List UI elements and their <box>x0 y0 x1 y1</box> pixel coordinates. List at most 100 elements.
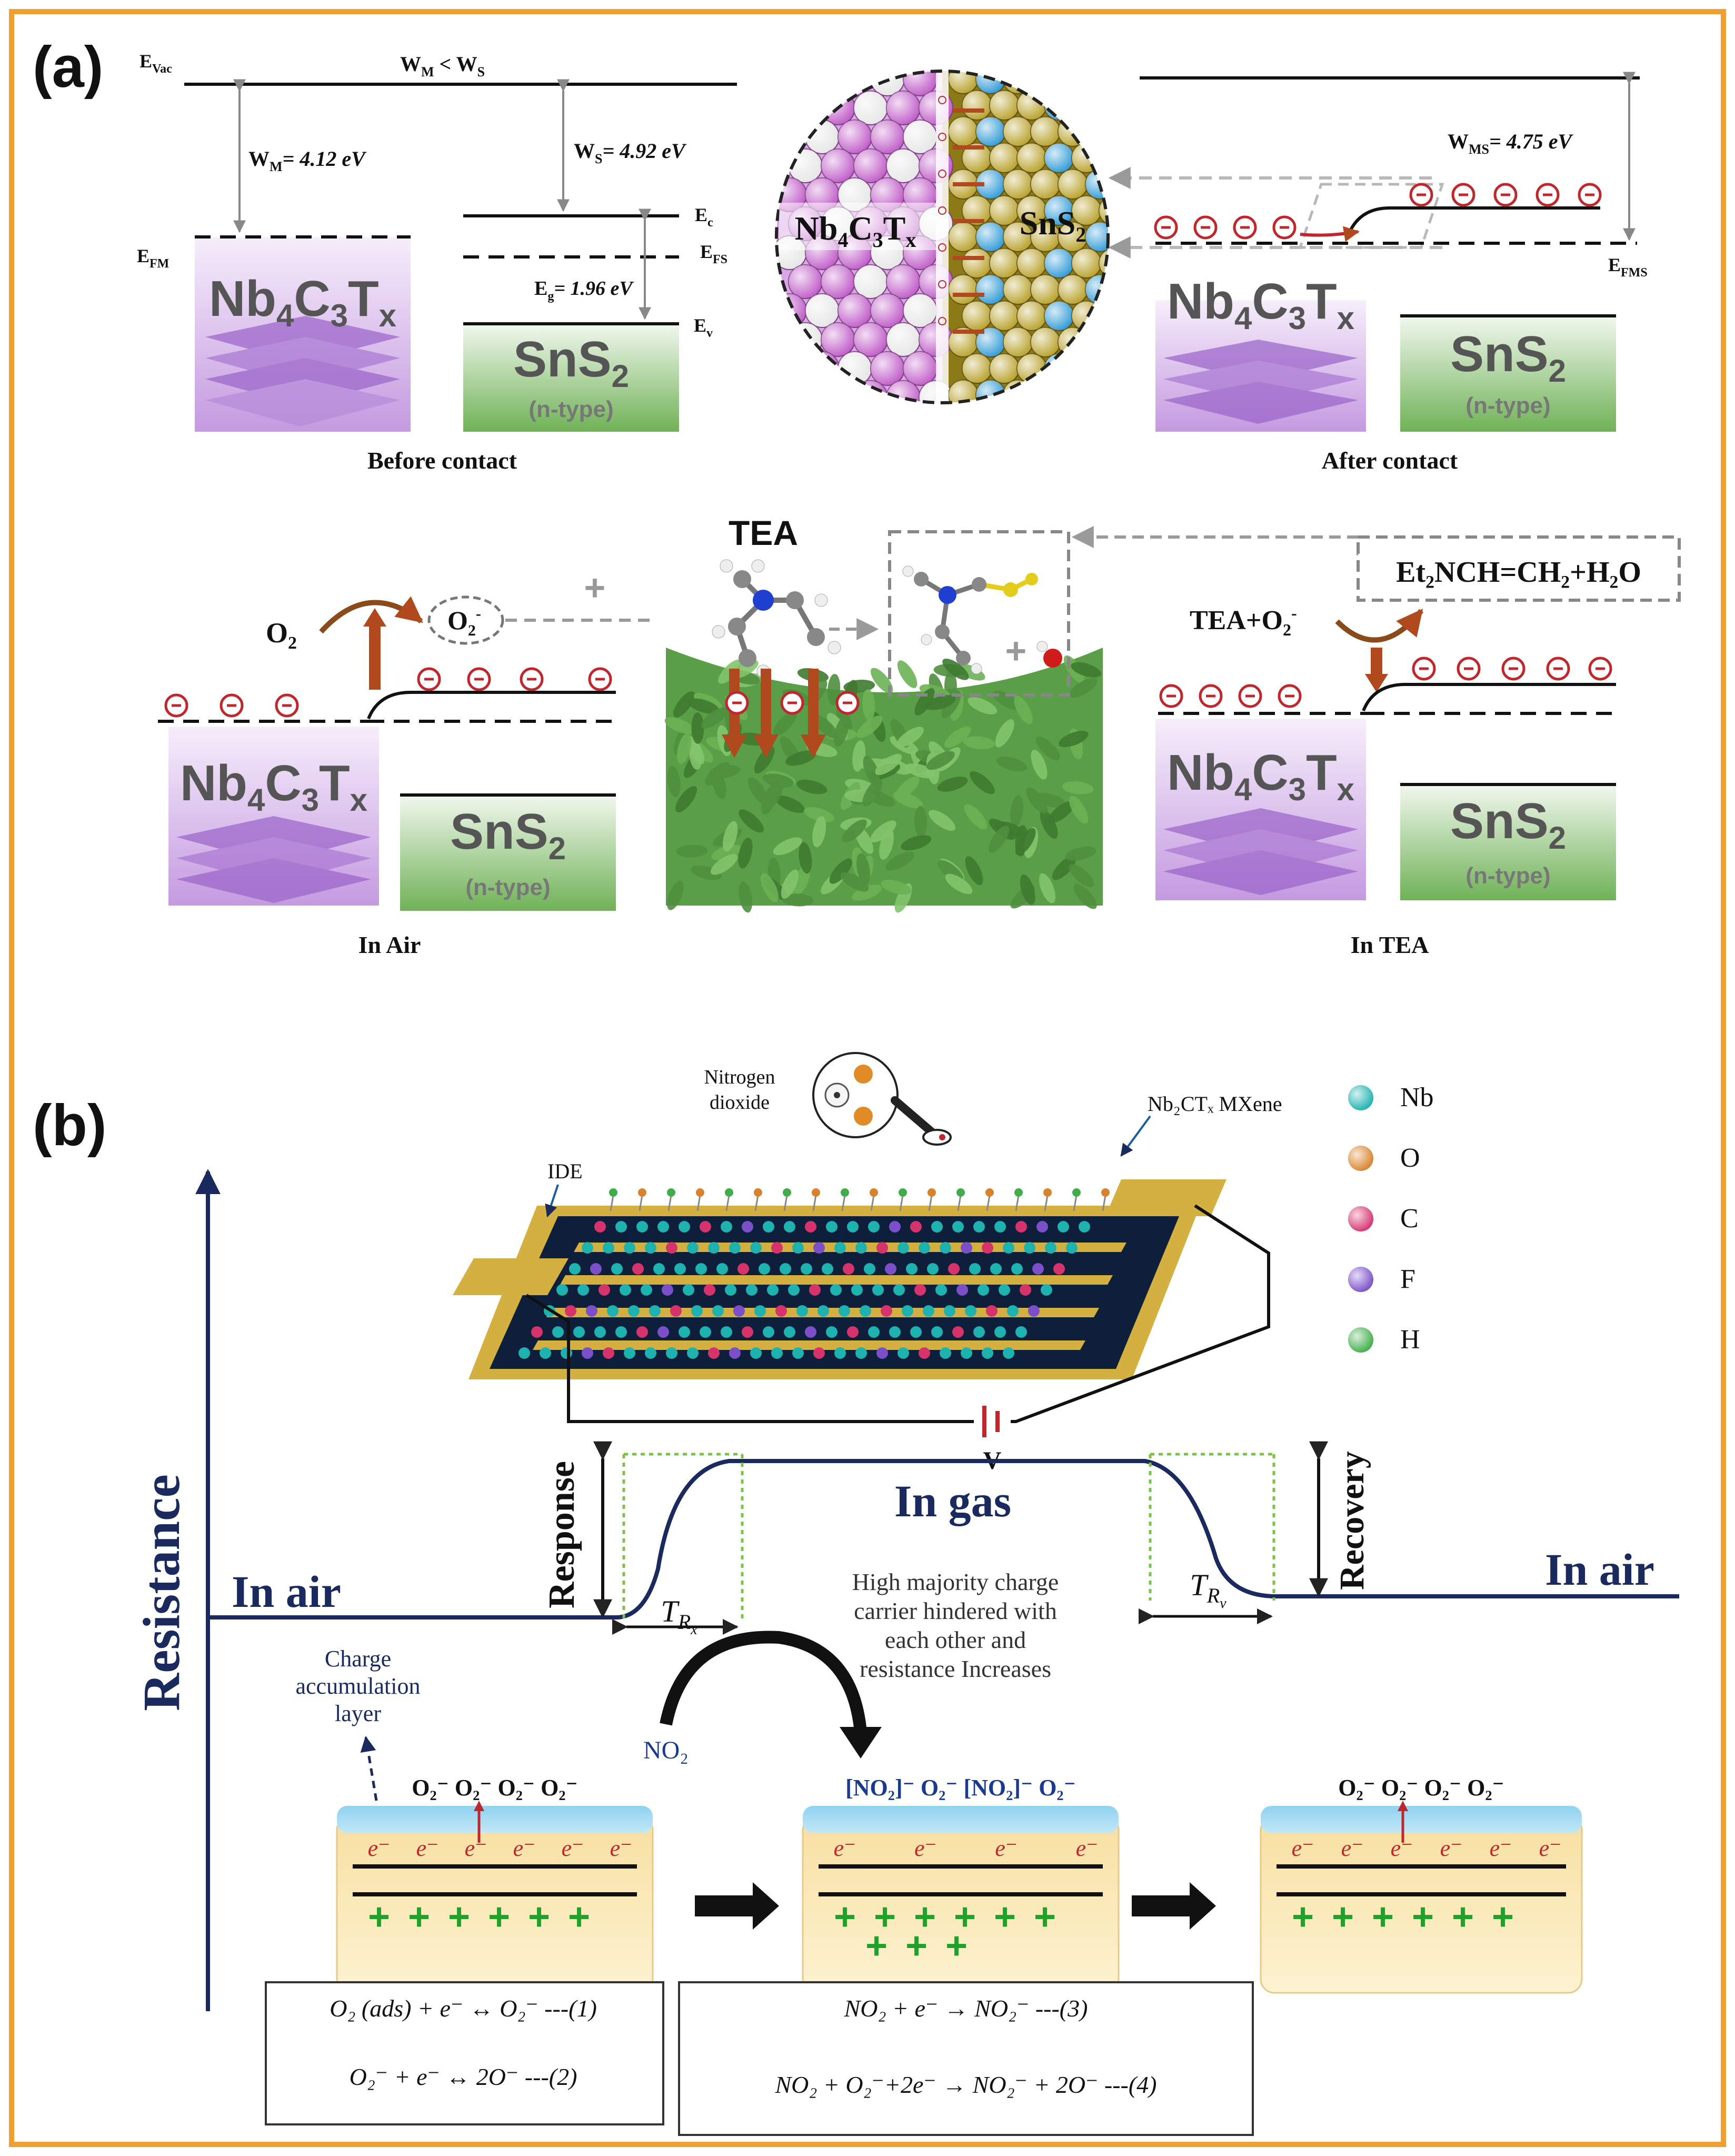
electron-symbol <box>780 691 804 715</box>
sns2-type-before: (n-type) <box>529 396 613 422</box>
efms-label: EFMS <box>1608 254 1648 280</box>
electron-symbol <box>1412 657 1436 681</box>
tea-nanosheet-scene: TEA <box>664 513 1103 913</box>
electron-symbol <box>1154 215 1178 240</box>
electron-label: e⁻ <box>610 1835 633 1861</box>
nb4c3tx-flakes-tea <box>1163 808 1358 895</box>
resistance-curve: Response Recovery TRx TRv In air In gas … <box>208 1441 1679 1682</box>
hole-label: + <box>1292 1896 1314 1938</box>
o2-adsorb-arrow <box>319 596 423 634</box>
hole-label: + <box>954 1896 976 1938</box>
nb4c3tx-label-after: Nb4C3Tx <box>1167 273 1354 336</box>
hole-label: + <box>1492 1896 1514 1938</box>
electron-label: e⁻ <box>562 1835 584 1861</box>
after-contact-caption: After contact <box>1322 447 1458 474</box>
response-label: Response <box>542 1461 582 1608</box>
electron-symbol <box>1451 183 1475 207</box>
electron-symbol <box>1193 215 1218 240</box>
adsorbate-labels: O₂⁻ O₂⁻ O₂⁻ O₂⁻ <box>1338 1775 1504 1801</box>
efm-label: EFM <box>137 245 169 271</box>
panel-a: (a) EVac WM < WS Nb4C3Tx EFM WM= 4.12 eV… <box>33 35 1681 958</box>
tea-react-arrow <box>1335 609 1423 643</box>
circuit-wire-left <box>525 1294 974 1423</box>
electrons-in-tea <box>1159 657 1612 708</box>
before-contact-caption: Before contact <box>367 447 517 474</box>
legend-item: Nb <box>1348 1082 1434 1112</box>
electron-symbol <box>467 667 491 691</box>
electron-symbol <box>1578 183 1602 207</box>
before-contact-diagram: EVac WM < WS Nb4C3Tx EFM WM= 4.12 eV SnS… <box>137 51 737 474</box>
hole-label: + <box>874 1896 896 1938</box>
electron-label: e⁻ <box>465 1835 487 1861</box>
electron-label: e⁻ <box>1440 1835 1463 1861</box>
recovery-label: Recovery <box>1333 1451 1371 1590</box>
band-bending-tea <box>1362 683 1616 712</box>
hole-label: + <box>488 1896 510 1938</box>
in-tea-caption: In TEA <box>1351 931 1429 958</box>
panel-b-label: (b) <box>33 1093 106 1158</box>
electron-symbol <box>1238 684 1262 708</box>
hole-label: + <box>1332 1896 1354 1938</box>
sns2-label-after: SnS2 <box>1450 326 1566 389</box>
hole-label: + <box>408 1896 430 1938</box>
recovery-time-label: TRv <box>1190 1568 1227 1612</box>
wm-less-ws-label: WM < WS <box>400 52 485 80</box>
legend-label: F <box>1400 1264 1415 1294</box>
electron-symbol <box>1233 215 1257 240</box>
hole-label: + <box>1372 1896 1394 1938</box>
mxene-atoms <box>518 1188 1110 1359</box>
sns2-block-air <box>400 795 616 911</box>
electron-symbol <box>1278 684 1302 708</box>
electron-symbol <box>1546 657 1570 681</box>
equation-2: O₂⁻ + e⁻ ↔ 2O⁻ ---(2) <box>350 2063 577 2090</box>
adsorbate-labels: O₂⁻ O₂⁻ O₂⁻ O₂⁻ <box>412 1775 578 1801</box>
legend-item: F <box>1348 1264 1415 1294</box>
in-air-caption: In Air <box>358 931 421 958</box>
electrons-in-air <box>164 667 612 718</box>
hole-label: + <box>905 1925 928 1967</box>
electron-label: e⁻ <box>1076 1835 1099 1861</box>
ws-label: WS= 4.92 eV <box>574 139 687 166</box>
band-bending-air <box>367 691 616 720</box>
electron-label: e⁻ <box>1490 1835 1512 1861</box>
nb4c3tx-flakes-air <box>176 816 371 903</box>
in-gas-label: In gas <box>894 1476 1011 1526</box>
in-tea-diagram: Et₂NCH=CH₂+H₂O TEA+O2- Nb4C3Tx SnS2 (n-t… <box>1155 535 1681 958</box>
sns2-label-tea: SnS2 <box>1450 793 1566 856</box>
charge-state-card: [NO₂]⁻ O₂⁻ [NO₂]⁻ O₂⁻e⁻e⁻e⁻e⁻+++++++++ <box>802 1775 1120 1994</box>
hole-label: + <box>914 1896 936 1938</box>
sns2-type-tea: (n-type) <box>1465 863 1550 889</box>
sphere-nb4c3tx-label: Nb4C3Tx <box>795 210 916 252</box>
electron-symbol <box>164 693 188 718</box>
nanosheet-flakes <box>664 655 1102 913</box>
hole-label: + <box>1412 1896 1434 1938</box>
electron-symbol <box>1409 183 1433 207</box>
electron-symbol <box>520 667 544 691</box>
sphere-sns2-label: SnS2 <box>1020 204 1086 246</box>
hole-label: + <box>368 1896 390 1938</box>
equation-4: NO₂ + O₂⁻+2e⁻ → NO₂⁻ + 2O⁻ ---(4) <box>775 2071 1157 2098</box>
o2-label: O2 <box>266 617 297 653</box>
sns2-type-after: (n-type) <box>1465 393 1550 419</box>
electron-label: e⁻ <box>995 1835 1018 1861</box>
panel-a-label: (a) <box>33 35 103 100</box>
charge-state-card: O₂⁻ O₂⁻ O₂⁻ O₂⁻e⁻e⁻e⁻e⁻e⁻e⁻++++++ <box>336 1775 654 1994</box>
ec-label: Ec <box>695 204 713 230</box>
nb4c3tx-flakes-after <box>1163 340 1358 424</box>
sns2-label-air: SnS2 <box>450 803 566 866</box>
nb4c3tx-label-before: Nb4C3Tx <box>209 271 396 333</box>
hole-label: + <box>448 1896 470 1938</box>
legend-item: H <box>1348 1325 1420 1355</box>
equation-1: O₂ (ads) + e⁻ ↔ O₂⁻ ---(1) <box>330 1995 597 2022</box>
tea-title: TEA <box>729 513 798 552</box>
electron-symbol <box>1272 215 1297 240</box>
electron-label: e⁻ <box>1539 1835 1562 1861</box>
hole-label: + <box>945 1925 968 1967</box>
tea-o2-reactant: TEA+O2- <box>1190 603 1297 639</box>
water-oxygen <box>1043 649 1062 668</box>
charge-layer-pointer <box>360 1736 378 1801</box>
figure-frame <box>9 9 1726 2147</box>
in-air-diagram: O2 O2- + Nb4C3Tx SnS2 (n-type) In A <box>158 567 653 958</box>
hole-label: + <box>834 1896 856 1938</box>
